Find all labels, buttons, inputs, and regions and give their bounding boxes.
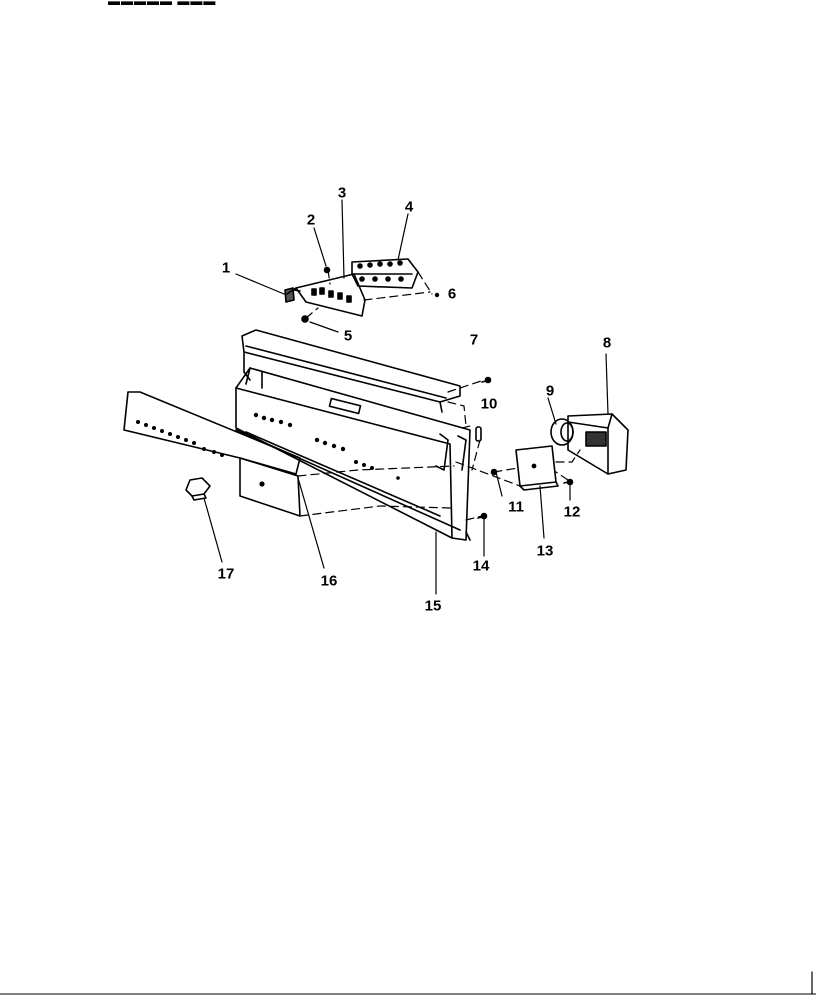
callout-11: 11 [508,498,524,516]
part-4-switch-block [351,258,419,289]
callout-7: 7 [469,331,479,349]
callout-13: 13 [536,542,554,560]
part-6-screw [434,292,440,298]
cropped-header-strip: ▬▬▬▬▬ ▬▬▬ [108,0,217,8]
callout-14: 14 [472,557,490,575]
part-15-control-housing [235,367,482,541]
front-trim-strip [123,391,461,531]
part-8-timer-module [567,413,629,475]
assembly-lines [291,269,581,521]
callout-9: 9 [545,382,555,400]
part-3-bracket [286,273,366,317]
leader-lines [203,199,609,595]
part-9-dial [550,418,574,446]
callout-17: 17 [217,565,235,583]
part-7-top-trim [241,329,461,413]
callout-1: 1 [221,259,231,277]
part-17-knob [185,477,211,501]
callout-16: 16 [320,572,338,590]
callout-8: 8 [602,334,612,352]
callout-5: 5 [343,327,353,345]
callout-4: 4 [404,198,414,216]
callout-6: 6 [447,285,457,303]
part-12-screw [563,478,574,486]
callout-10: 10 [480,395,498,413]
callout-3: 3 [337,184,347,202]
callout-2: 2 [306,211,316,229]
callout-15: 15 [424,597,442,615]
part-13-mounting-bracket [515,445,559,491]
callout-12: 12 [563,503,581,521]
part-10-screw [481,376,492,384]
